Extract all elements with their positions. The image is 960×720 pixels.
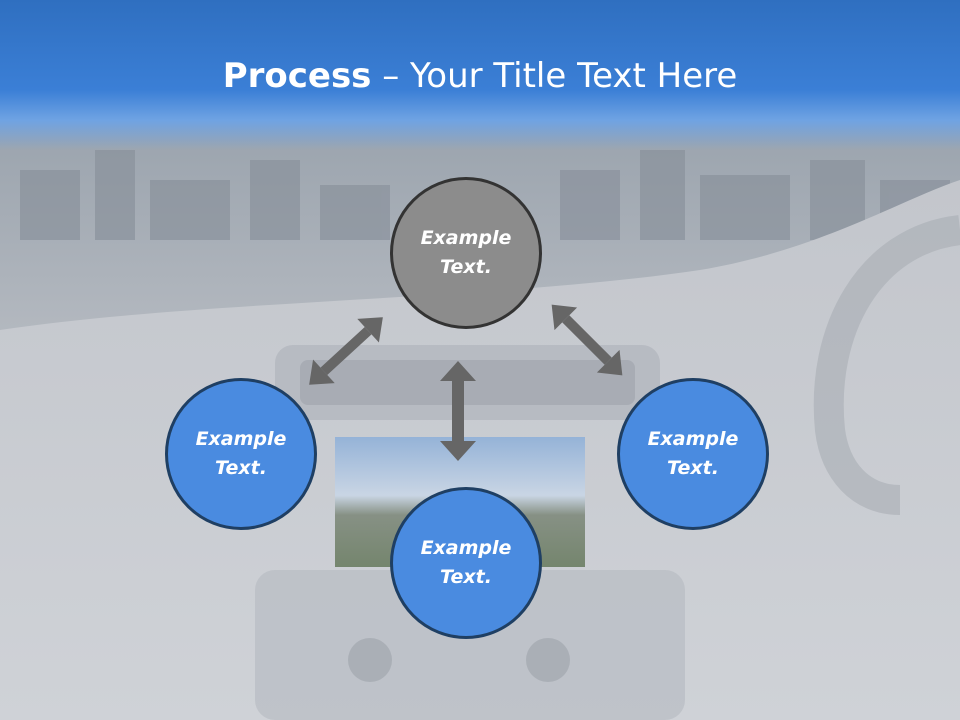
title-bar	[0, 0, 960, 150]
arrow-vertical	[440, 361, 476, 461]
title-strong: Process	[222, 56, 372, 96]
node-bottom-label: Example Text.	[420, 537, 512, 588]
node-right-label: Example Text.	[647, 428, 739, 479]
page-title: Process – Your Title Text Here	[0, 54, 960, 98]
node-right[interactable]: Example Text.	[617, 378, 769, 530]
node-top[interactable]: Example Text.	[390, 177, 542, 329]
arrow-top-right	[551, 304, 623, 376]
node-left-label: Example Text.	[195, 428, 287, 479]
arrow-top-left	[309, 317, 383, 385]
node-top-label: Example Text.	[420, 227, 512, 278]
node-bottom[interactable]: Example Text.	[390, 487, 542, 639]
title-rest: – Your Title Text Here	[371, 56, 738, 96]
node-left[interactable]: Example Text.	[165, 378, 317, 530]
